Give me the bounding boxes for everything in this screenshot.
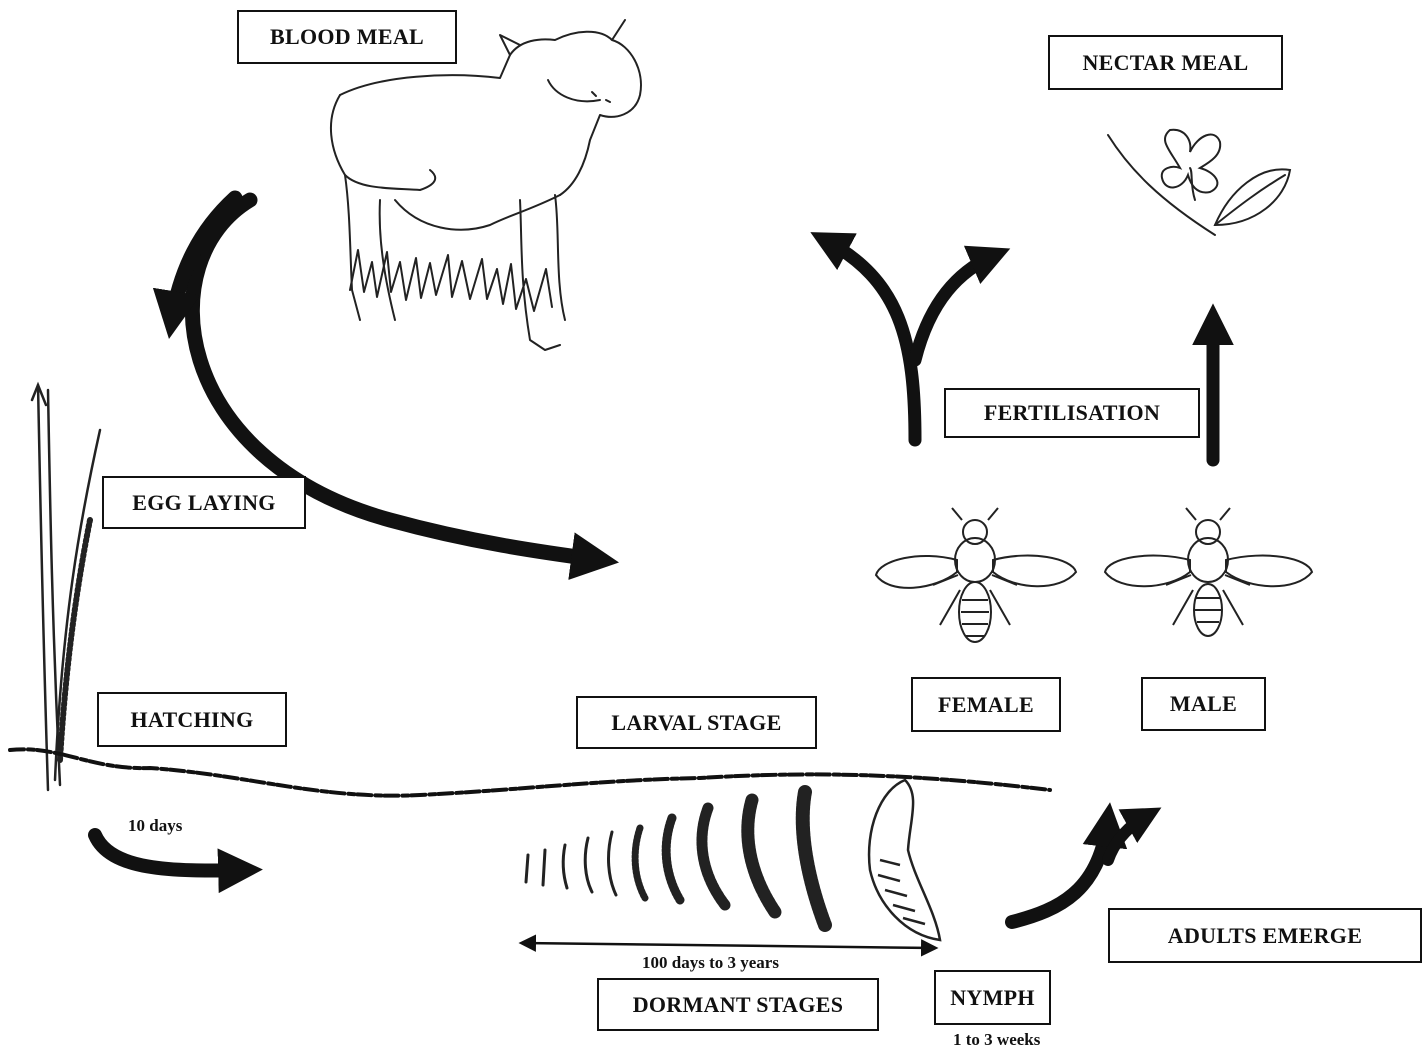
grass-stem-illustration — [32, 385, 100, 790]
nymph-label: NYMPH — [934, 970, 1051, 1025]
dormant-duration-arrow — [522, 943, 935, 948]
female-fly-illustration — [876, 508, 1076, 642]
larvae-series-illustration — [526, 792, 825, 925]
male-fly-illustration — [1105, 508, 1312, 636]
blood-meal-label: BLOOD MEAL — [237, 10, 457, 64]
cow-illustration — [331, 20, 641, 350]
female-label: FEMALE — [911, 677, 1061, 732]
adults-emerge-label: ADULTS EMERGE — [1108, 908, 1422, 963]
hatching-arrow — [95, 835, 245, 871]
flower-illustration — [1108, 130, 1290, 235]
male-label: MALE — [1141, 677, 1266, 731]
larval-stage-label: LARVAL STAGE — [576, 696, 817, 749]
dormant-duration-note: 100 days to 3 years — [642, 953, 779, 973]
adults-emerge-arrow — [1012, 820, 1108, 922]
dormant-stages-label: DORMANT STAGES — [597, 978, 879, 1031]
ground-line — [10, 749, 1050, 795]
egg-laying-label: EGG LAYING — [102, 476, 306, 529]
fertilisation-right-arrow — [915, 255, 995, 360]
nymph-illustration — [869, 780, 940, 940]
hatching-label: HATCHING — [97, 692, 287, 747]
nectar-meal-label: NECTAR MEAL — [1048, 35, 1283, 90]
nymph-duration-note: 1 to 3 weeks — [953, 1030, 1040, 1050]
fertilisation-label: FERTILISATION — [944, 388, 1200, 438]
fertilisation-left-arrow — [825, 240, 915, 440]
hatching-duration-note: 10 days — [128, 816, 182, 836]
